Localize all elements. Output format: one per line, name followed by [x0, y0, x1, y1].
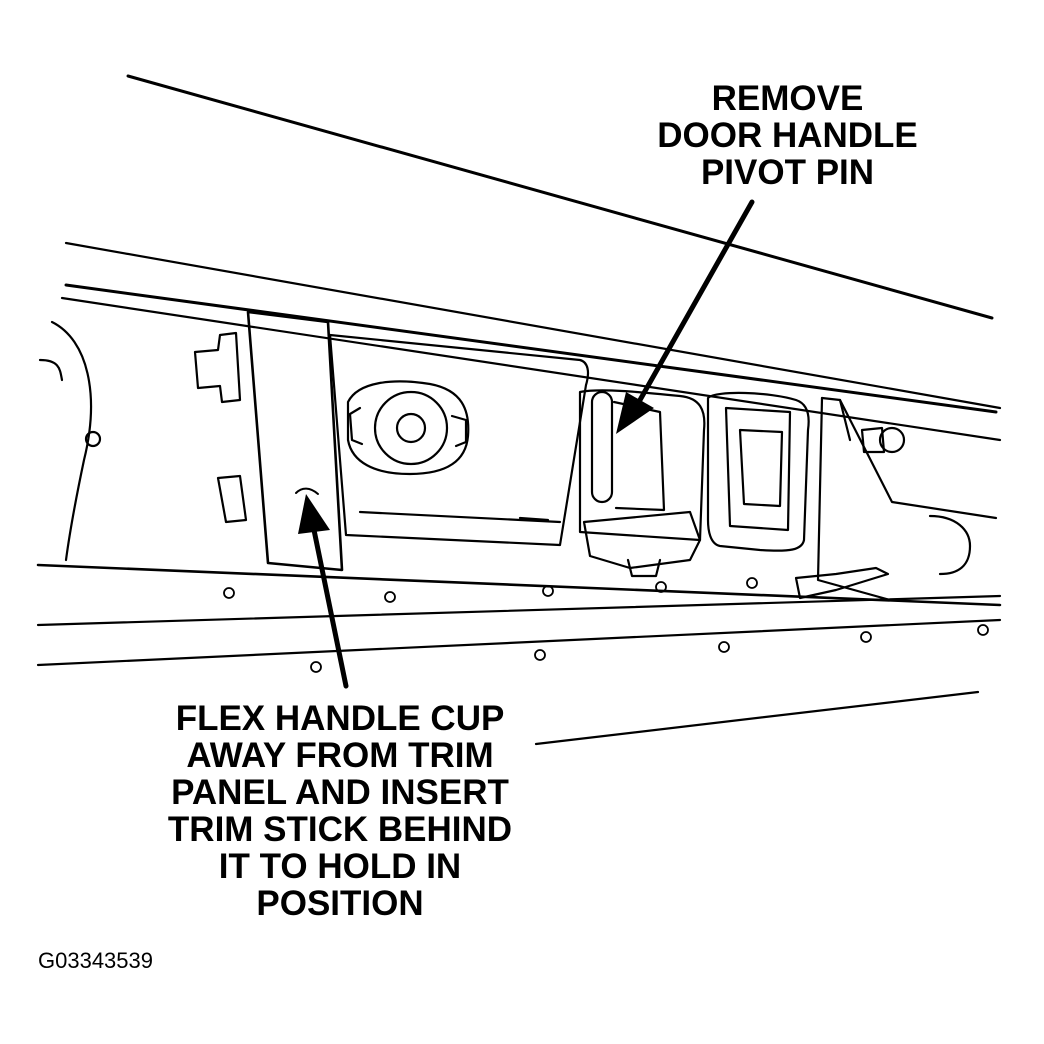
housing-bottom-line	[358, 510, 562, 524]
callout-line: TRIM STICK BEHIND	[167, 810, 513, 849]
screw-left	[84, 430, 102, 448]
handle-cup-mark	[295, 487, 319, 495]
panel-holes	[223, 577, 989, 673]
latch-housing	[328, 333, 590, 547]
housing-slot	[518, 516, 550, 522]
figure-id: G03343539	[38, 948, 153, 973]
callout-pivot-pin: REMOVE DOOR HANDLE PIVOT PIN	[640, 80, 935, 191]
clip-lower	[216, 474, 248, 524]
trim-ledge-inner	[60, 296, 1002, 442]
leader-arrow-pivot-pin	[616, 199, 755, 434]
lower-panel-edge-3	[36, 618, 1002, 667]
lower-panel-edge-4	[534, 690, 980, 746]
handle-cup	[246, 310, 344, 572]
lower-panel-edge-2	[36, 594, 1002, 627]
rod-connector	[706, 391, 810, 552]
callout-line: DOOR HANDLE	[657, 116, 918, 155]
callout-line: POSITION	[256, 884, 424, 923]
trim-upper-edge	[64, 241, 1002, 410]
pivot-pin	[590, 390, 614, 504]
trim-top-ledge	[64, 283, 998, 414]
callout-handle-cup: FLEX HANDLE CUP AWAY FROM TRIM PANEL AND…	[140, 700, 540, 922]
callout-line: PIVOT PIN	[700, 153, 875, 192]
armrest-inner	[38, 358, 64, 382]
callout-line: FLEX HANDLE CUP	[175, 699, 505, 738]
callout-line: REMOVE	[711, 79, 864, 118]
latch-grommet	[346, 380, 470, 476]
window-edge-line	[126, 74, 994, 320]
clip-upper	[193, 331, 242, 404]
handle-lever	[578, 389, 706, 578]
callout-line: AWAY FROM TRIM	[186, 736, 494, 775]
lower-panel-edge-1	[36, 563, 1002, 607]
armrest-curve	[50, 320, 93, 562]
latch-bracket	[794, 396, 998, 602]
callout-line: PANEL AND INSERT	[171, 773, 509, 812]
leader-arrow-handle-cup	[298, 494, 349, 689]
callout-line: IT TO HOLD IN	[218, 847, 462, 886]
